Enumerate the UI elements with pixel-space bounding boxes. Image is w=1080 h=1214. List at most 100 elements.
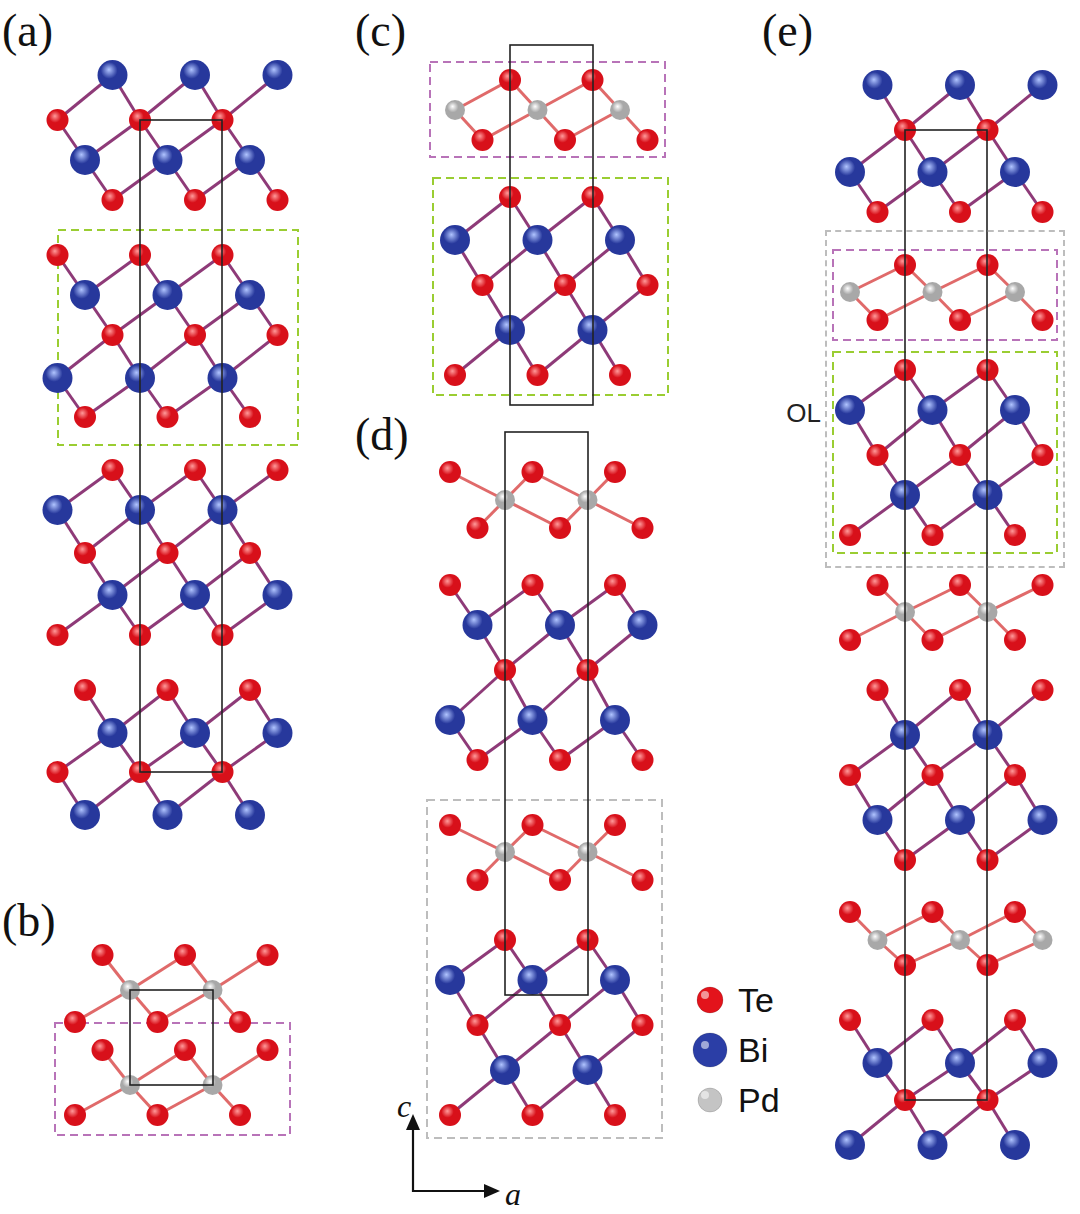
te-atom <box>549 869 571 891</box>
bi-atom <box>1000 157 1030 187</box>
dashed-box <box>833 352 1057 553</box>
te-atom <box>554 129 576 151</box>
te-atom <box>267 459 289 481</box>
pd-atom <box>950 930 970 950</box>
te-atom <box>604 574 626 596</box>
te-atom <box>64 1011 86 1033</box>
te-atom <box>632 869 654 891</box>
bi-atom <box>918 1130 948 1160</box>
bi-atom <box>600 705 630 735</box>
panel-label: (c) <box>355 8 406 54</box>
bi-atom <box>153 145 183 175</box>
te-atom <box>1032 679 1054 701</box>
bi-atom <box>43 495 73 525</box>
dashed-box <box>833 250 1057 340</box>
te-atom <box>922 524 944 546</box>
bi-atom <box>98 580 128 610</box>
bi-atom <box>180 718 210 748</box>
bi-atom <box>235 280 265 310</box>
bi-atom <box>863 70 893 100</box>
te-atom <box>444 364 466 386</box>
te-atom <box>839 524 861 546</box>
te-atom <box>157 406 179 428</box>
te-atom <box>229 1104 251 1126</box>
swatch-highlight <box>701 991 709 999</box>
te-atom <box>522 574 544 596</box>
bi-atom <box>523 225 553 255</box>
bi-atom <box>573 1055 603 1085</box>
te-atom <box>439 574 461 596</box>
legend-text: Te <box>738 983 774 1017</box>
te-atom <box>1032 309 1054 331</box>
bi-atom <box>180 580 210 610</box>
axis-label: c <box>397 1090 411 1122</box>
te-atom <box>102 189 124 211</box>
te-atom <box>1032 201 1054 223</box>
te-atom <box>839 1009 861 1031</box>
te-atom <box>147 1011 169 1033</box>
panel-label: (b) <box>2 898 56 944</box>
pd-atom <box>1005 282 1025 302</box>
te-atom <box>239 679 261 701</box>
te-atom <box>257 1039 279 1061</box>
te-atom <box>922 901 944 923</box>
te-atom <box>554 274 576 296</box>
legend-text: Pd <box>738 1083 780 1117</box>
bi-atom <box>1028 70 1058 100</box>
te-atom <box>1004 629 1026 651</box>
bi-atom <box>490 1055 520 1085</box>
bi-atom <box>545 610 575 640</box>
bi-atom <box>1000 1130 1030 1160</box>
te-atom <box>472 129 494 151</box>
te-atom <box>439 1104 461 1126</box>
box-label: OL <box>786 400 821 426</box>
legend-swatch <box>698 1088 722 1112</box>
te-atom <box>609 364 631 386</box>
dashed-boxes <box>55 62 1057 1138</box>
bi-atom <box>863 1048 893 1078</box>
pd-atom <box>868 930 888 950</box>
bi-atom <box>263 718 293 748</box>
te-atom <box>922 629 944 651</box>
bi-atom <box>263 60 293 90</box>
swatch-highlight <box>701 1041 709 1049</box>
bi-atom <box>235 800 265 830</box>
bonds <box>58 75 1043 1145</box>
legend-swatch <box>693 1033 727 1067</box>
te-atom <box>839 629 861 651</box>
te-atom <box>867 574 889 596</box>
bi-atom <box>180 60 210 90</box>
te-atom <box>522 814 544 836</box>
te-atom <box>157 542 179 564</box>
te-atom <box>47 244 69 266</box>
bi-atom <box>945 805 975 835</box>
te-atom <box>949 309 971 331</box>
arrowhead <box>484 1184 500 1198</box>
bi-atom <box>518 705 548 735</box>
te-atom <box>522 1104 544 1126</box>
te-atom <box>239 542 261 564</box>
panel-label: (a) <box>2 8 53 54</box>
axis-line <box>412 1126 414 1192</box>
te-atom <box>637 129 659 151</box>
swatch-highlight <box>701 1091 709 1099</box>
te-atom <box>922 1009 944 1031</box>
dashed-box <box>58 230 298 445</box>
te-atom <box>949 574 971 596</box>
bi-atom <box>43 363 73 393</box>
te-atom <box>47 761 69 783</box>
te-atom <box>467 517 489 539</box>
te-atom <box>467 1014 489 1036</box>
pd-atom <box>840 282 860 302</box>
te-atom <box>184 189 206 211</box>
bi-atom <box>918 157 948 187</box>
te-atom <box>467 749 489 771</box>
bi-atom <box>945 70 975 100</box>
te-atom <box>949 679 971 701</box>
bi-atom <box>435 965 465 995</box>
te-atom <box>604 461 626 483</box>
te-atom <box>1004 524 1026 546</box>
bi-atom <box>435 705 465 735</box>
dashed-box <box>55 1023 290 1135</box>
te-atom <box>267 189 289 211</box>
